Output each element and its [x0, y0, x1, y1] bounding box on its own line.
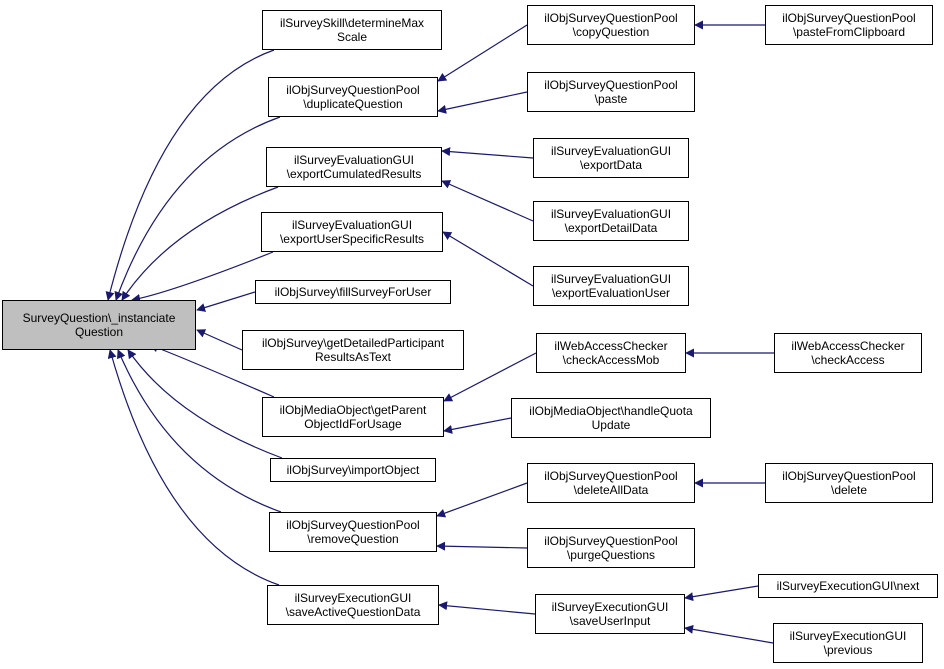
graph-node[interactable]: ilWebAccessChecker \checkAccessMob — [536, 333, 686, 373]
graph-node[interactable]: ilObjSurveyQuestionPool \duplicateQuesti… — [268, 77, 438, 117]
call-edge — [438, 601, 536, 615]
call-edge — [441, 147, 534, 159]
call-edge — [107, 349, 280, 586]
root-node[interactable]: SurveyQuestion\_instanciate Question — [2, 300, 196, 350]
graph-node[interactable]: ilSurveyEvaluationGUI \exportData — [533, 138, 689, 178]
graph-node[interactable]: ilSurveyExecutionGUI \saveUserInput — [535, 594, 685, 634]
call-edge — [436, 482, 528, 518]
call-edge — [127, 349, 283, 459]
call-edge — [196, 329, 243, 351]
graph-node[interactable]: ilObjSurveyQuestionPool \pasteFromClipbo… — [765, 5, 933, 45]
graph-node[interactable]: ilObjSurveyQuestionPool \copyQuestion — [527, 5, 695, 45]
call-edge — [437, 91, 528, 114]
graph-node[interactable]: ilSurveyEvaluationGUI \exportCumulatedRe… — [266, 147, 442, 187]
graph-node[interactable]: ilObjSurveyQuestionPool \paste — [527, 72, 695, 112]
graph-node[interactable]: ilSurveyEvaluationGUI \exportDetailData — [533, 201, 689, 241]
call-edge — [443, 417, 512, 434]
call-edge — [684, 585, 759, 602]
call-edge — [441, 180, 534, 222]
graph-node[interactable]: ilSurveyExecutionGUI \saveActiveQuestion… — [267, 585, 439, 625]
graph-node[interactable]: ilWebAccessChecker \checkAccess — [774, 333, 922, 373]
call-edge — [437, 24, 528, 82]
graph-node[interactable]: ilSurveyEvaluationGUI \exportEvaluationU… — [533, 266, 689, 306]
call-edge — [105, 49, 275, 301]
graph-node[interactable]: ilObjSurvey\importObject — [270, 458, 436, 482]
graph-node[interactable]: ilSurveyExecutionGUI \previous — [773, 623, 923, 663]
call-edge — [684, 624, 774, 644]
graph-node[interactable]: ilSurveySkill\determineMax Scale — [262, 10, 442, 50]
graph-node[interactable]: ilObjMediaObject\getParent ObjectIdForUs… — [262, 397, 444, 437]
graph-node[interactable]: ilObjMediaObject\handleQuota Update — [511, 398, 711, 438]
graph-node[interactable]: ilObjSurveyQuestionPool \purgeQuestions — [527, 528, 695, 568]
call-edge — [436, 541, 528, 551]
call-edge — [442, 231, 534, 287]
graph-node[interactable]: ilObjSurveyQuestionPool \removeQuestion — [269, 512, 437, 552]
graph-node[interactable]: ilObjSurveyQuestionPool \deleteAllData — [527, 463, 695, 503]
call-edge — [131, 251, 274, 303]
graph-node[interactable]: ilSurveyEvaluationGUI \exportUserSpecifi… — [261, 212, 443, 252]
graph-node[interactable]: ilObjSurvey\fillSurveyForUser — [255, 280, 451, 304]
call-edge — [114, 116, 281, 301]
graph-node[interactable]: ilObjSurvey\getDetailedParticipant Resul… — [242, 330, 464, 370]
graph-node[interactable]: ilObjSurveyQuestionPool \delete — [765, 463, 933, 503]
call-edge — [443, 352, 537, 402]
call-edge — [196, 291, 256, 312]
graph-node[interactable]: ilSurveyExecutionGUI\next — [758, 574, 938, 598]
call-edge — [117, 349, 282, 513]
call-edge — [121, 186, 279, 301]
